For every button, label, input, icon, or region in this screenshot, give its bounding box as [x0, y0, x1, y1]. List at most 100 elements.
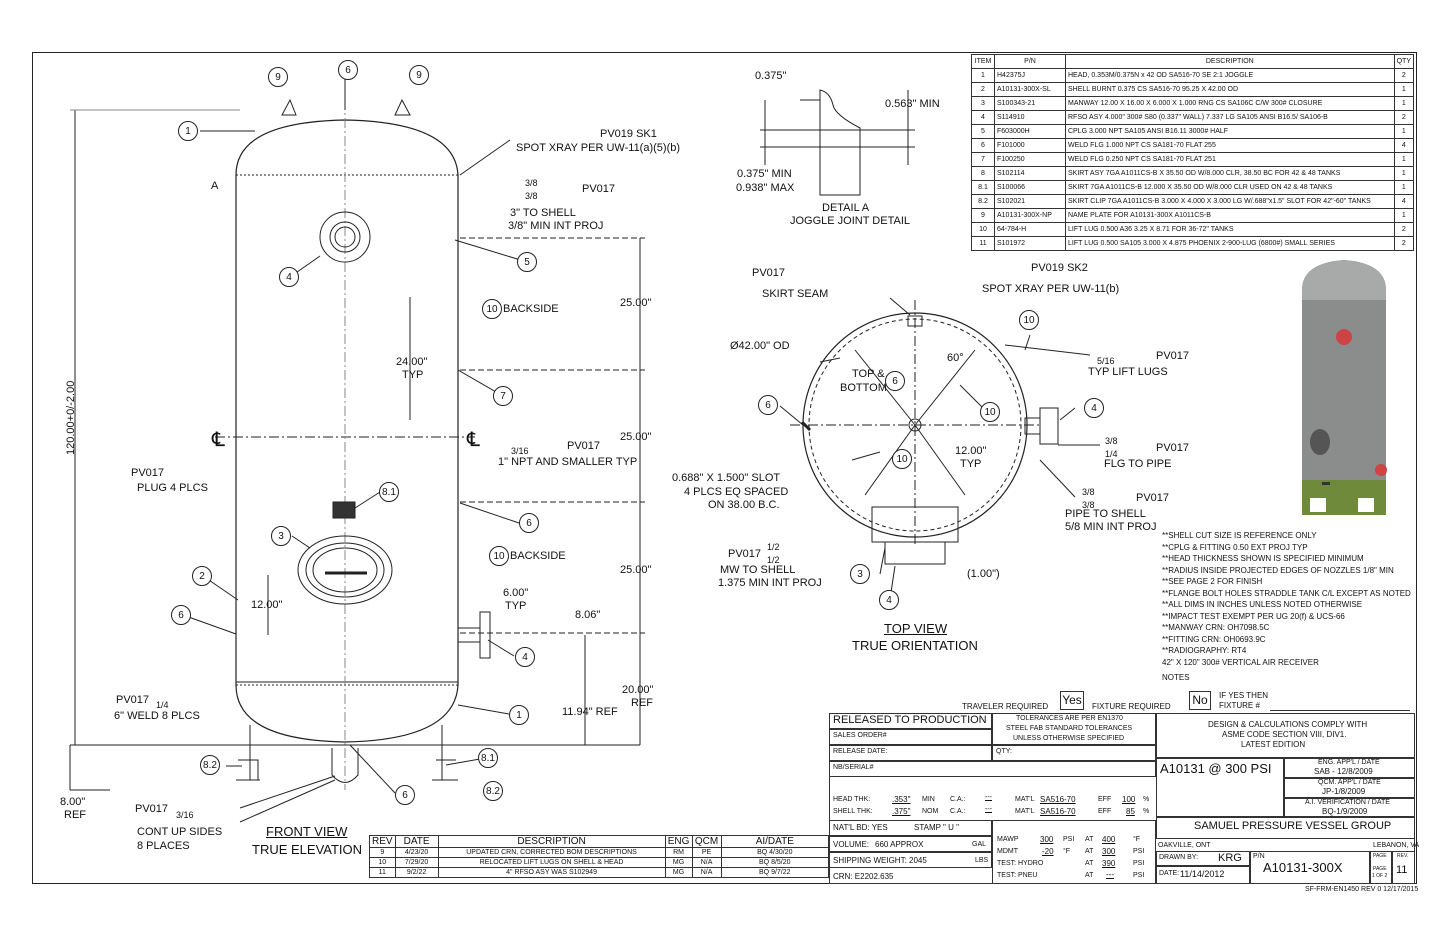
rev-qcm: N/A	[691, 857, 722, 868]
head-ca-label: C.A.:	[950, 796, 966, 803]
pipe-note-2: 5/8 MIN INT PROJ	[1065, 521, 1157, 533]
pv017-label-c: PV017	[131, 467, 165, 479]
rev-qcm: N/A	[691, 867, 722, 878]
top-pv017-d: PV017	[1136, 492, 1170, 504]
bom-item: 9	[971, 208, 995, 223]
bom-description: WELD FLG 1.000 NPT CS SA181-70 FLAT 255	[1065, 138, 1395, 153]
item-balloon: 10	[482, 299, 502, 319]
bom-pn: A10131-300X-SL	[994, 82, 1066, 97]
shell-thk-label: SHELL THK:	[833, 808, 873, 815]
item-balloon: 6	[171, 605, 191, 625]
shell-thk-value: .375"	[892, 807, 911, 816]
dim-25-c: 25.00"	[620, 564, 652, 576]
centerline-symbol-right: ℄	[467, 429, 480, 451]
item-balloon: 2	[192, 566, 212, 586]
item-balloon: 10	[892, 449, 912, 469]
bom-header-pn: P/N	[994, 54, 1066, 69]
qcm-cell	[1284, 778, 1415, 798]
item-balloon: 4	[879, 590, 899, 610]
dim-6: 6.00"	[503, 587, 529, 599]
volume-value: 660 APPROX	[875, 840, 924, 849]
bom-header-item: ITEM	[971, 54, 995, 69]
head-matl-label: MAT'L	[1015, 796, 1035, 803]
eng-cell	[1284, 758, 1415, 778]
cont-note-1: CONT UP SIDES	[137, 826, 223, 838]
design-note-2: ASME CODE SECTION VIII, DIV1.	[1222, 730, 1347, 739]
traveler-value: Yes	[1060, 691, 1084, 710]
centerline-symbol-left: ℄	[212, 429, 225, 451]
rev-number: 10	[369, 857, 396, 868]
dim-6-typ: TYP	[505, 600, 527, 612]
ship-cell	[829, 852, 992, 868]
dim-12-typ: TYP	[960, 458, 982, 470]
item-balloon: 4	[515, 647, 535, 667]
slot-note-1: 0.688" X 1.500" SLOT	[672, 472, 781, 484]
shell-note-2: 3/8" MIN INT PROJ	[508, 220, 604, 232]
top-pv017-a: PV017	[752, 267, 786, 279]
released-cell	[829, 713, 992, 729]
shell-eff-pct: %	[1143, 808, 1150, 815]
item-balloon: 3	[271, 526, 291, 546]
fixture-value: No	[1189, 691, 1211, 710]
bom-description: NAME PLATE FOR A10131-300X A1011CS-B	[1065, 208, 1395, 223]
bom-description: RFSO ASY 4.000" 300# S80 (0.337" WALL) 7…	[1065, 110, 1395, 125]
rev-label: REV.	[1397, 853, 1409, 859]
backside-note-b: BACKSIDE	[510, 550, 566, 562]
rev-cell	[1392, 851, 1415, 884]
mw-note-1: MW TO SHELL	[720, 564, 796, 576]
shell-note-1: 3" TO SHELL	[510, 207, 576, 219]
traveler-label: TRAVELER REQUIRED	[962, 702, 1049, 711]
tolerance-cell	[992, 713, 1156, 745]
overall-height-dim: 120.00+0/-2.00	[65, 380, 77, 455]
item-balloon: 5	[517, 252, 537, 272]
sales-cell	[829, 729, 992, 745]
natl-cell	[829, 820, 992, 836]
front-view-subtitle: TRUE ELEVATION	[252, 842, 363, 857]
bom-qty: 1	[1393, 82, 1415, 97]
bom-qty: 1	[1393, 166, 1415, 181]
hydro-pressure: 390	[1102, 859, 1116, 868]
detail-dim-1: 0.375"	[755, 70, 787, 82]
frac-38-d: 3/8	[1082, 487, 1095, 497]
head-eff-value: 100	[1122, 795, 1136, 804]
top-bottom-2: BOTTOM	[840, 382, 887, 394]
note-line: **CPLG & FITTING 0.50 EXT PROJ TYP	[1162, 542, 1308, 552]
detail-title: DETAIL A	[822, 202, 870, 214]
pv017-label-b: PV017	[567, 440, 601, 452]
sales-order-label: SALES ORDER#	[833, 732, 887, 739]
drawn-cell	[1156, 851, 1250, 866]
rev-eng: MG	[664, 857, 693, 868]
top-view-subtitle: TRUE ORIENTATION	[852, 638, 978, 653]
detail-dim-3: 0.375" MIN	[737, 168, 792, 180]
page-label-lower: PAGE	[1373, 866, 1387, 872]
mdmt-degf: °F	[1063, 848, 1071, 855]
detail-dim-2: 0.563" MIN	[885, 98, 940, 110]
frac-38-e: 3/8	[1082, 500, 1095, 510]
frac-316-b: 3/16	[176, 810, 194, 820]
note-line: **SHELL CUT SIZE IS REFERENCE ONLY	[1162, 531, 1317, 540]
if-yes-label: IF YES THEN	[1219, 691, 1269, 700]
qcm-value: JP-1/8/2009	[1322, 787, 1366, 796]
bom-qty: 1	[1393, 124, 1415, 139]
rev-date: 7/29/20	[394, 857, 439, 868]
pipe-note-1: PIPE TO SHELL	[1065, 508, 1146, 520]
bom-item: 4	[971, 110, 995, 125]
dim-8: 8.00"	[60, 796, 86, 808]
frac-14: 1/4	[156, 700, 169, 710]
od-dim: Ø42.00" OD	[730, 340, 790, 352]
dim-12-top: 12.00"	[955, 445, 987, 457]
bom-qty: 4	[1393, 138, 1415, 153]
dim-24: 24.00"	[396, 356, 428, 368]
top-spot-note: SPOT XRAY PER UW-11(b)	[982, 283, 1120, 295]
item-balloon: 9	[268, 67, 288, 87]
rev-number: 11	[369, 867, 396, 878]
drawing-sheet-border	[32, 52, 1417, 884]
hydro-test-label: TEST: HYDRO	[997, 860, 1044, 867]
hydro-psi: PSI	[1133, 860, 1145, 867]
